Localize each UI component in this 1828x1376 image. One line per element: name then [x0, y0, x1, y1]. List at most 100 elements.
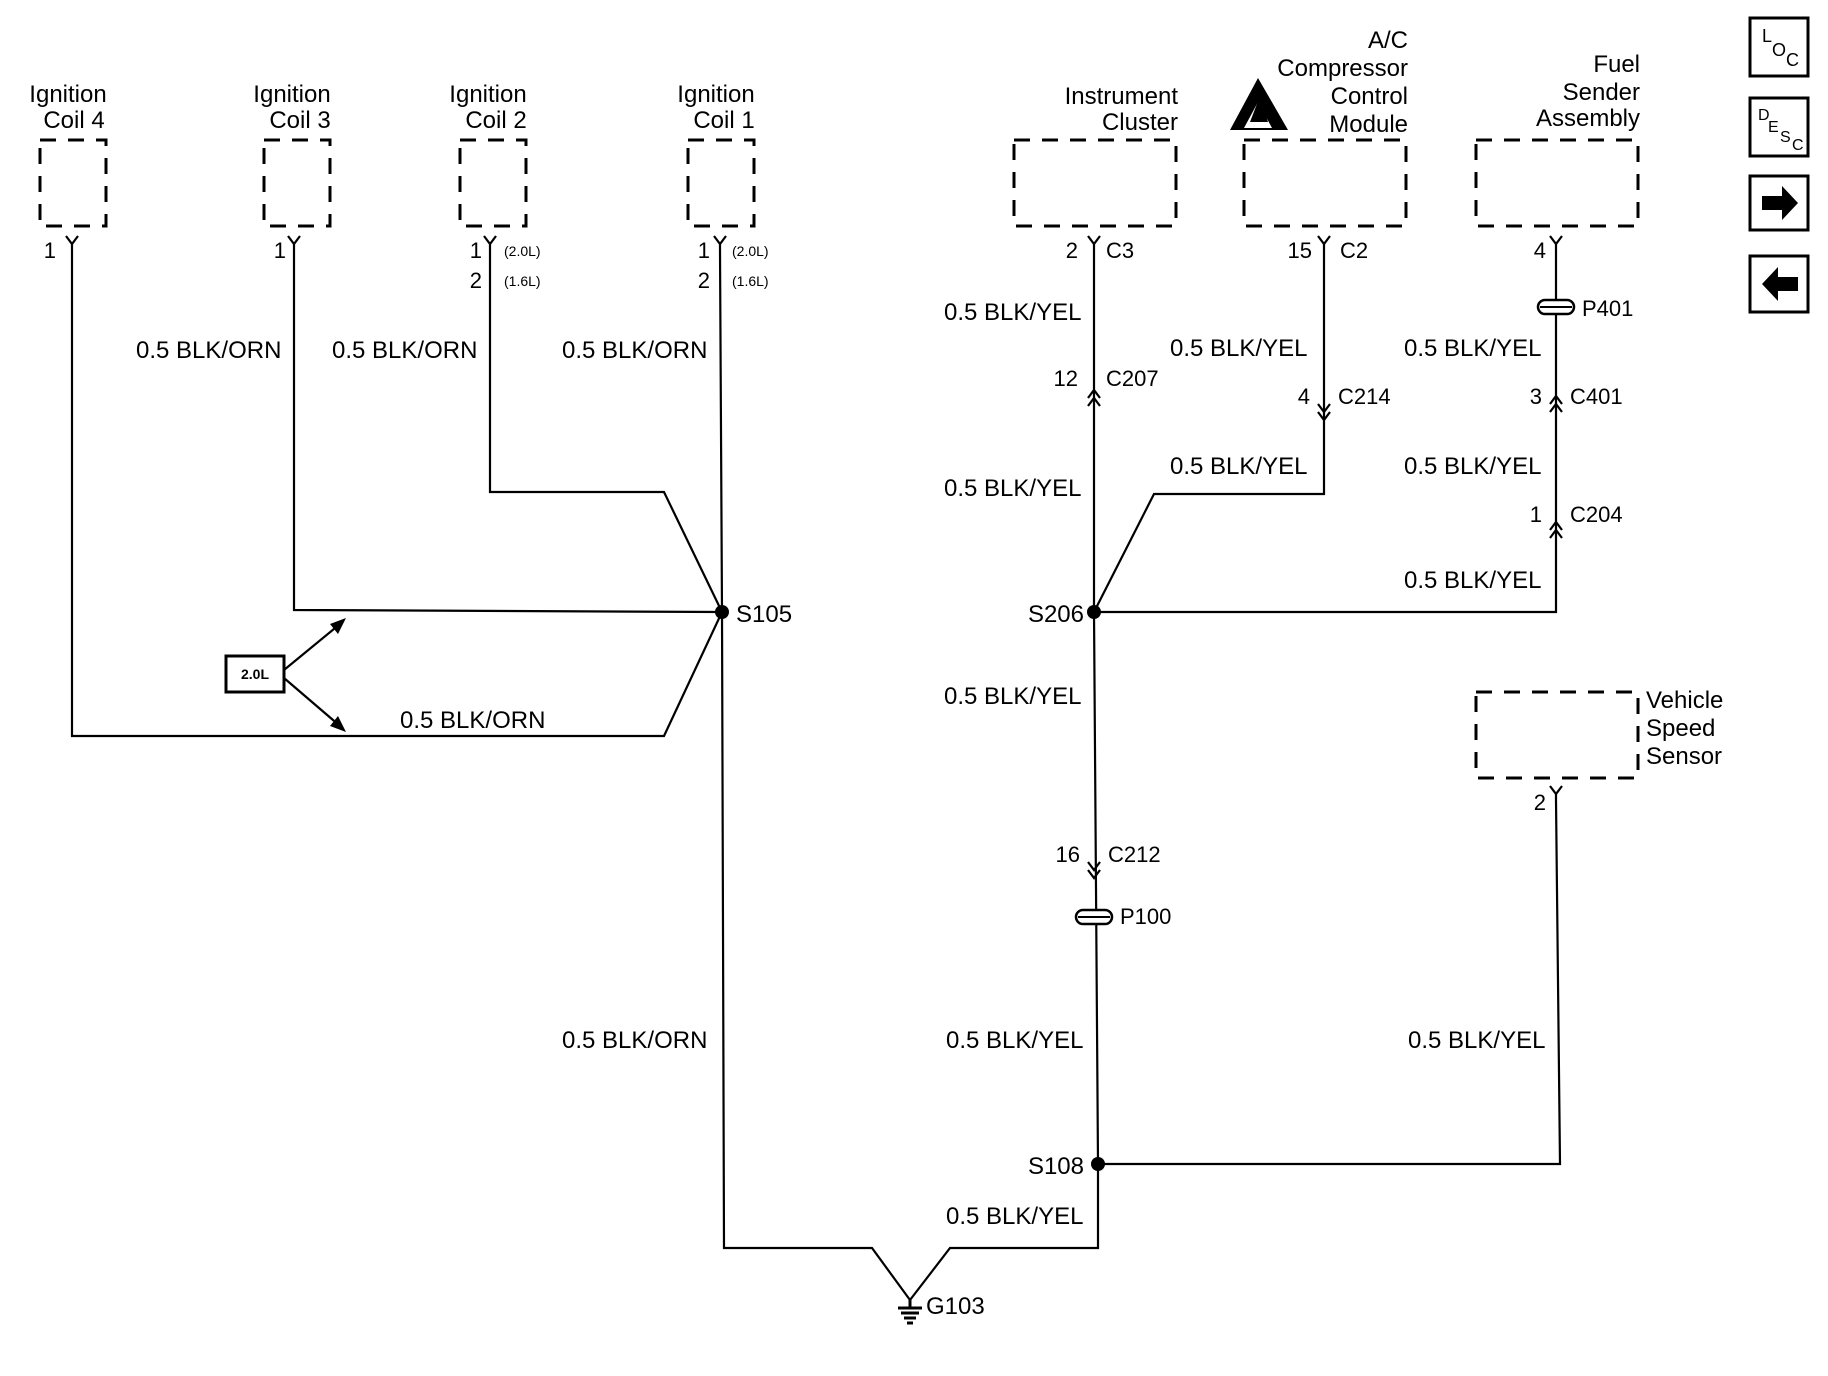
wire-label-vss: 0.5 BLK/YEL [1408, 1027, 1545, 1054]
coil-1-engine-20: (2.0L) [732, 243, 769, 259]
coil-4-label-1: Ignition [29, 81, 106, 108]
ac-pin: 15 [1288, 238, 1312, 263]
c401-pin: 3 [1530, 384, 1542, 409]
wire-label-ac-lower: 0.5 BLK/YEL [1170, 453, 1307, 480]
ground-g103-icon [898, 1300, 922, 1325]
arrow-up-head [330, 618, 346, 634]
splice-s108-dot [1091, 1157, 1105, 1171]
wire-label-s108-ground: 0.5 BLK/YEL [946, 1203, 1083, 1230]
cluster-connector: C3 [1106, 238, 1134, 263]
wire-label-fuel-mid: 0.5 BLK/YEL [1404, 453, 1541, 480]
coil-1-box [686, 138, 756, 228]
cluster-label-2: Cluster [1102, 109, 1178, 136]
ac-compressor-control-module: A/C Compressor Control Module 15 C2 [1230, 27, 1408, 263]
cluster-box [1012, 138, 1178, 228]
splice-s108-label: S108 [1028, 1153, 1084, 1180]
instrument-cluster: Instrument Cluster 2 C3 [1012, 83, 1178, 263]
esd-warning-icon [1230, 78, 1288, 130]
inline-connector-marks [1087, 388, 1563, 880]
coil-4-box [38, 138, 108, 228]
arrow-left-icon [1762, 267, 1798, 301]
fuel-label-3: Assembly [1536, 105, 1640, 132]
wire-coil-2 [488, 250, 723, 613]
fuel-label-1: Fuel [1593, 51, 1640, 78]
coil-3-label-2: Coil 3 [269, 107, 330, 134]
vss-label-2: Speed [1646, 715, 1715, 742]
ac-label-2: Compressor [1277, 55, 1408, 82]
ac-box [1242, 138, 1408, 228]
right-pin-stubs [1087, 235, 1563, 800]
loc-letter-l: L [1762, 26, 1772, 46]
splice-s105-label: S105 [736, 601, 792, 628]
coil-2-engine-20: (2.0L) [504, 243, 541, 259]
coil-2-label-2: Coil 2 [465, 107, 526, 134]
engine-2-0l-tag: 2.0L [224, 618, 346, 732]
arrow-down-head [330, 716, 346, 732]
loc-letter-c: C [1786, 50, 1799, 70]
p100-label: P100 [1120, 904, 1171, 929]
coil-4-label-2: Coil 4 [43, 107, 104, 134]
wire-coil-4 [70, 250, 723, 738]
coil-2-pin-b: 2 [470, 268, 482, 293]
wire-fuel-to-s206 [1094, 250, 1558, 614]
description-button[interactable]: D E S C [1748, 96, 1810, 158]
wire-label-coil-4: 0.5 BLK/ORN [400, 707, 545, 734]
coil-2-label-1: Ignition [449, 81, 526, 108]
c204-name: C204 [1570, 502, 1623, 527]
engine-tag-label: 2.0L [241, 666, 269, 682]
desc-letter-e: E [1768, 119, 1779, 136]
ac-label-1: A/C [1368, 27, 1408, 54]
next-page-button[interactable] [1748, 174, 1810, 232]
wire-label-ac-upper: 0.5 BLK/YEL [1170, 335, 1307, 362]
location-button[interactable]: L O C [1748, 16, 1810, 78]
p401-label: P401 [1582, 296, 1633, 321]
wire-label-p100-s108: 0.5 BLK/YEL [946, 1027, 1083, 1054]
previous-page-button[interactable] [1748, 254, 1810, 314]
wire-label-s206-s108: 0.5 BLK/YEL [944, 683, 1081, 710]
wire-label-s105-ground: 0.5 BLK/ORN [562, 1027, 707, 1054]
coil-pin-stubs [65, 235, 727, 250]
ignition-coil-4: Ignition Coil 4 1 [29, 81, 108, 263]
cluster-pin: 2 [1066, 238, 1078, 263]
wire-label-fuel-upper: 0.5 BLK/YEL [1404, 335, 1541, 362]
wire-coil-1-to-ground [718, 249, 911, 1301]
fuel-sender-assembly: Fuel Sender Assembly 4 [1474, 51, 1640, 263]
c207-mark [1087, 388, 1101, 407]
c214-mark [1317, 403, 1331, 422]
vss-label-1: Vehicle [1646, 687, 1723, 714]
engine-tag-box [224, 654, 286, 694]
coil-1-pin-b: 2 [698, 268, 710, 293]
wire-coil-3 [292, 250, 723, 614]
coil-1-engine-16: (1.6L) [732, 273, 769, 289]
engine-tag-arrow-down [283, 677, 341, 727]
wire-label-fuel-lower: 0.5 BLK/YEL [1404, 567, 1541, 594]
fuel-label-2: Sender [1563, 79, 1640, 106]
coil-1-label-1: Ignition [677, 81, 754, 108]
desc-letter-s: S [1780, 129, 1791, 146]
ignition-coil-1: Ignition Coil 1 1 2 (2.0L) (1.6L) [677, 81, 768, 293]
c207-name: C207 [1106, 366, 1159, 391]
loc-letter-o: O [1772, 40, 1786, 60]
splice-s206-label: S206 [1028, 601, 1084, 628]
ground-g103-label: G103 [926, 1293, 985, 1320]
vss-box [1474, 690, 1640, 780]
c212-name: C212 [1108, 842, 1161, 867]
ignition-coil-2: Ignition Coil 2 1 2 (2.0L) (1.6L) [449, 81, 540, 293]
splice-s206-dot [1087, 605, 1101, 619]
c204-mark [1549, 520, 1563, 539]
c207-pin: 12 [1054, 366, 1078, 391]
coil-3-label-1: Ignition [253, 81, 330, 108]
wire-label-cluster-upper: 0.5 BLK/YEL [944, 299, 1081, 326]
ignition-wires [70, 249, 911, 1301]
c214-pin: 4 [1298, 384, 1310, 409]
grommet-p401 [1536, 298, 1576, 316]
wire-ac-to-s206 [1093, 250, 1326, 613]
vehicle-speed-sensor: Vehicle Speed Sensor 2 [1474, 687, 1723, 815]
c401-name: C401 [1570, 384, 1623, 409]
coil-4-pin: 1 [44, 238, 56, 263]
c212-mark [1087, 861, 1101, 880]
vss-label-3: Sensor [1646, 743, 1722, 770]
wire-vss-to-s108 [1098, 799, 1562, 1166]
ignition-coil-3: Ignition Coil 3 1 [253, 81, 332, 263]
